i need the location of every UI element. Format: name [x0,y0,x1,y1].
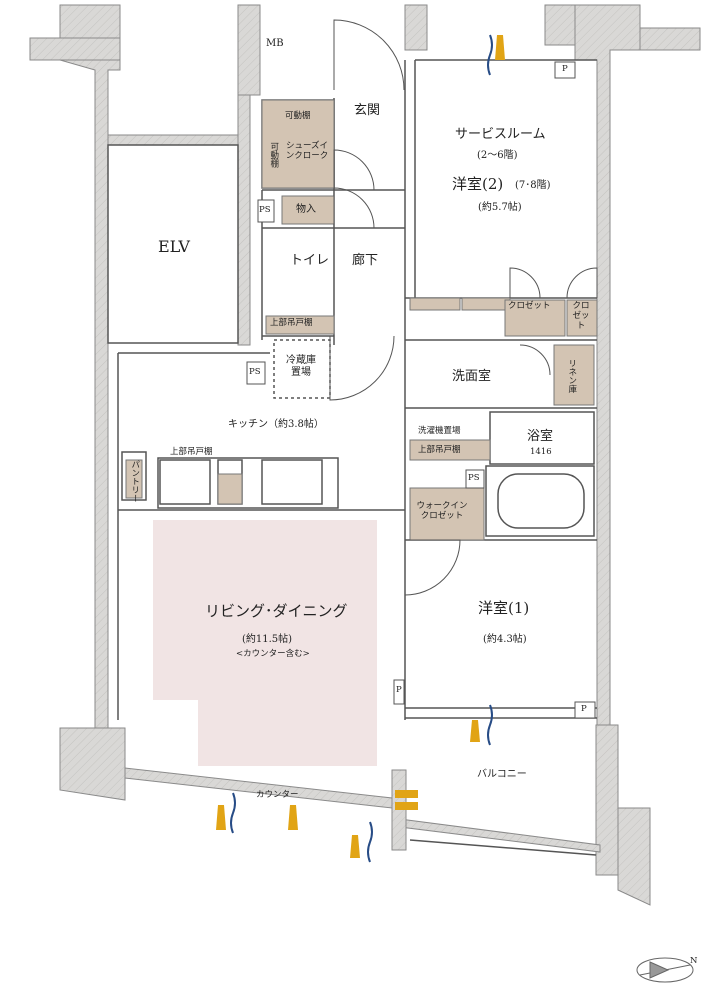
ps-label-3: PS [468,473,480,483]
structural-walls [29,4,701,906]
living-dining-label: リビング･ダイニング [205,602,348,620]
western2-floors: (7･8階) [515,180,551,191]
movable-shelf-label-b: 可動棚 [268,142,279,168]
shoes-in-cloak-label: シューズインクローク [285,141,329,161]
closet-small-label: クロゼット [572,301,590,331]
upper-cabinet-label-kitchen: 上部吊戸棚 [170,447,213,457]
counter-label: カウンター [256,790,299,800]
corridor-label: 廊下 [352,253,379,268]
living-dining-note: <カウンター含む> [236,649,310,659]
elv-label: ELV [158,237,190,256]
upper-cabinet-label-wash: 上部吊戸棚 [418,445,461,455]
entrance-label: 玄関 [354,103,381,118]
walk-in-closet-label: ウォークインクロゼット [416,501,468,521]
service-room-floors: (2〜6階) [477,150,518,161]
ps-boxes [246,61,596,719]
compass-icon [636,957,694,983]
door-swings [329,19,598,596]
bath-size-label: 1416 [530,447,552,457]
storage-label: 物入 [296,204,316,215]
toilet-label: トイレ [290,253,330,268]
washroom-label: 洗面室 [452,369,492,384]
movable-shelf-label-a: 可動棚 [285,111,311,121]
mb-label: MB [266,38,284,49]
bathroom-label: 浴室 [527,429,554,444]
western1-label: 洋室(1) [478,599,530,617]
western2-label: 洋室(2) [452,175,504,193]
living-floor [153,520,377,766]
p-label-3: P [396,685,402,695]
western1-size: (約4.3帖) [483,634,527,645]
storage-fills [125,99,598,541]
upper-cabinet-label-toilet: 上部吊戸棚 [270,318,313,328]
pantry-label: パントリー [129,460,140,503]
ps-label-1: PS [259,205,271,215]
kitchen-label: キッチン（約3.8帖） [228,419,324,430]
service-room-label: サービスルーム [455,127,546,142]
fridge-space-label: 冷蔵庫置場 [286,355,316,378]
linen-label: リネン庫 [566,359,577,393]
compass-label: N [690,956,698,966]
ps-label-2: PS [249,367,261,377]
p-label-2: P [581,704,587,714]
living-dining-size: (約11.5帖) [242,634,293,645]
western2-size: (約5.7帖) [478,202,522,213]
washer-space-label: 洗濯機置場 [418,426,461,436]
balcony-label: バルコニー [477,769,527,780]
p-label-1: P [562,64,568,74]
closet-label: クロゼット [508,301,551,311]
window-markers [216,34,505,863]
